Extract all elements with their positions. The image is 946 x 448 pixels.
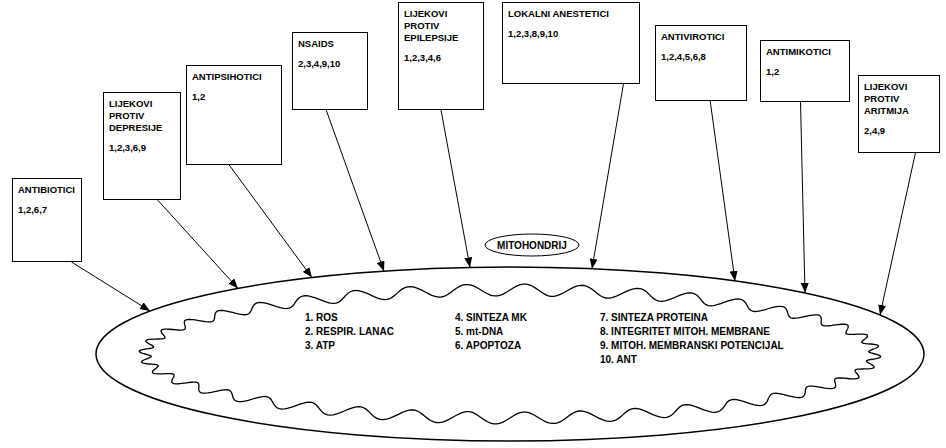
effect-numbers: 1,2,3,8,9,10 — [508, 28, 634, 40]
mitochondrial-target: 5. mt-DNA — [455, 326, 503, 338]
drug-class-box: ANTIMIKOTICI 1,2 — [760, 40, 850, 102]
drug-class-name: ANTIPSIHOTICI — [192, 71, 276, 83]
drug-class-name: LIJEKOVI PROTIV DEPRESIJE — [109, 98, 175, 134]
mitochondrial-target: 7. SINTEZA PROTEINA — [600, 312, 708, 324]
organelle-title: MITOHONDRIJ — [497, 240, 567, 251]
drug-class-box: ANTIBIOTICI 1,2,6,7 — [12, 178, 82, 262]
effect-numbers: 1,2,4,5,6,8 — [661, 51, 741, 63]
mitochondrial-target: 6. APOPTOZA — [455, 340, 521, 352]
drug-class-box: ANTIPSIHOTICI 1,2 — [186, 65, 282, 165]
mitochondrion-drawing — [95, 266, 925, 442]
oval-border — [485, 234, 579, 256]
drug-class-name: LIJEKOVI PROTIV EPILEPSIJE — [404, 8, 478, 44]
drug-class-box: ANTIVIROTICI 1,2,4,5,6,8 — [655, 25, 747, 101]
drug-class-name: NSAIDS — [298, 38, 362, 50]
effect-numbers: 2,3,4,9,10 — [298, 58, 362, 70]
mitochondrial-target: 1. ROS — [305, 312, 338, 324]
title-oval: MITOHONDRIJ — [484, 233, 580, 257]
drug-effect-arrow — [72, 262, 151, 311]
drug-effect-arrow — [158, 200, 238, 288]
drug-class-box: LIJEKOVI PROTIV EPILEPSIJE 1,2,3,4,6 — [398, 2, 484, 110]
effect-numbers: 1,2,3,6,9 — [109, 142, 175, 154]
drug-class-name: ANTIMIKOTICI — [766, 46, 844, 58]
effect-numbers: 1,2,3,4,6 — [404, 52, 478, 64]
mitochondrial-target: 4. SINTEZA MK — [455, 312, 527, 324]
mitochondrial-target: 8. INTEGRITET MITOH. MEMBRANE — [600, 326, 770, 338]
drug-effect-arrow — [592, 84, 623, 269]
drug-class-box: LIJEKOVI PROTIV ARITMIJA 2,4,9 — [858, 75, 940, 153]
effect-numbers: 1,2 — [192, 91, 276, 103]
drug-effect-arrow — [801, 102, 806, 293]
mitochondrial-target: 9. MITOH. MEMBRANSKI POTENCIJAL — [600, 340, 784, 352]
drug-class-box: LIJEKOVI PROTIV DEPRESIJE 1,2,3,6,9 — [103, 92, 181, 200]
mitochondrion-outline: 1. ROS 2. RESPIR. LANAC 3. ATP 4. SINTEZA M… — [95, 266, 925, 442]
effect-numbers: 1,2 — [766, 66, 844, 78]
mitochondrial-target: 2. RESPIR. LANAC — [305, 326, 394, 338]
inner-membrane-cristae — [139, 284, 880, 424]
drug-class-name: ANTIBIOTICI — [18, 184, 76, 196]
drug-class-name: ANTIVIROTICI — [661, 31, 741, 43]
drug-class-box: LOKALNI ANESTETICI 1,2,3,8,9,10 — [502, 2, 640, 84]
drug-effect-arrow — [880, 153, 915, 315]
effect-numbers: 2,4,9 — [864, 125, 934, 137]
mitochondrial-target: 3. ATP — [305, 340, 335, 352]
drug-effect-arrow — [326, 110, 384, 271]
drug-class-box: NSAIDS 2,3,4,9,10 — [292, 32, 368, 110]
drug-class-name: LIJEKOVI PROTIV ARITMIJA — [864, 81, 934, 117]
mitochondrial-target: 10. ANT — [600, 354, 637, 366]
outer-membrane — [96, 267, 924, 441]
drug-effect-arrow — [441, 110, 470, 267]
drug-effect-arrow — [229, 165, 312, 278]
drug-class-name: LOKALNI ANESTETICI — [508, 8, 634, 20]
effect-numbers: 1,2,6,7 — [18, 204, 76, 216]
drug-effect-arrow — [710, 101, 735, 281]
